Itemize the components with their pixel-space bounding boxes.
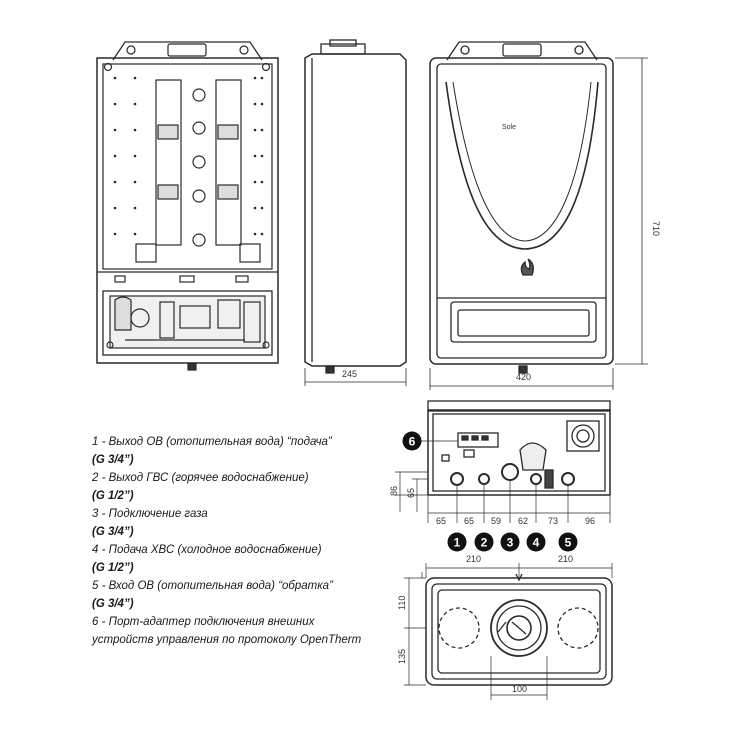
marker-6: 6 (402, 431, 422, 451)
legend-item-thread: (G 3/4”) (92, 454, 134, 466)
mounting-hole (260, 232, 264, 236)
dim-spacing-5: 73 (548, 516, 558, 526)
mounting-hole (133, 232, 137, 236)
legend-item-6: 6 - Порт-адаптер подключения внешних уст… (92, 613, 362, 649)
mounting-hole (133, 102, 137, 106)
mounting-hole (113, 232, 117, 236)
marker-label: 1 (454, 536, 461, 550)
dim-front-height: 710 (651, 221, 661, 236)
mounting-hole (253, 206, 257, 210)
connections-legend: 1 - Выход ОВ (отопительная вода) “подача… (92, 433, 362, 649)
mounting-hole (133, 180, 137, 184)
mounting-hole (113, 128, 117, 132)
mounting-hole (113, 102, 117, 106)
mounting-hole (253, 128, 257, 132)
legend-item-3: 3 - Подключение газа (G 3/4”) (92, 505, 362, 541)
mounting-hole (133, 76, 137, 80)
marker-label: 3 (507, 536, 514, 550)
dim-plan-top: 110 (397, 596, 407, 610)
mounting-hole (253, 154, 257, 158)
marker-5: 5 (558, 532, 578, 552)
legend-item-thread: (G 3/4”) (92, 526, 134, 538)
dim-flue-width: 100 (512, 684, 527, 694)
back-view (96, 41, 279, 371)
marker-4: 4 (526, 532, 546, 552)
marker-label: 4 (533, 536, 540, 550)
marker-6-label: 6 (409, 435, 416, 449)
mounting-hole (113, 206, 117, 210)
mounting-hole (113, 76, 117, 80)
legend-item-text: 4 - Подача ХВС (холодное водоснабжение) (92, 544, 322, 556)
dim-plan-left: 210 (466, 554, 481, 564)
mounting-hole (260, 76, 264, 80)
front-view (429, 41, 648, 390)
marker-circle (474, 532, 494, 552)
legend-item-text: 6 - Порт-адаптер подключения внешних уст… (92, 616, 362, 646)
dim-plan-right: 210 (558, 554, 573, 564)
mounting-hole (253, 76, 257, 80)
legend-item-text: 2 - Выход ГВС (горячее водоснабжение) (92, 472, 309, 484)
mounting-hole (113, 180, 117, 184)
legend-item-1: 1 - Выход ОВ (отопительная вода) “подача… (92, 433, 362, 469)
dim-spacing-chain: 65 65 59 62 73 96 (436, 516, 595, 526)
marker-circle (500, 532, 520, 552)
dim-side-depth: 245 (342, 369, 357, 379)
mounting-hole (253, 102, 257, 106)
mounting-hole (253, 232, 257, 236)
mounting-hole (133, 206, 137, 210)
dim-spacing-3: 59 (491, 516, 501, 526)
dim-front-width: 420 (516, 372, 531, 382)
legend-item-text: 1 - Выход ОВ (отопительная вода) “подача… (92, 436, 332, 448)
brand-mark: Sole (502, 124, 516, 131)
mounting-hole (133, 128, 137, 132)
dim-spacing-1: 65 (436, 516, 446, 526)
legend-item-thread: (G 3/4”) (92, 598, 134, 610)
dim-plan-bottom: 135 (397, 649, 407, 664)
dim-spacing-6: 96 (585, 516, 595, 526)
marker-circle (558, 532, 578, 552)
dim-spacing-2: 65 (464, 516, 474, 526)
plan-view (404, 563, 613, 700)
connection-markers: 1 2 3 4 5 (447, 532, 578, 552)
mounting-hole (253, 180, 257, 184)
mounting-hole (113, 154, 117, 158)
marker-3: 3 (500, 532, 520, 552)
legend-item-text: 3 - Подключение газа (92, 508, 208, 520)
legend-item-thread: (G 1/2”) (92, 490, 134, 502)
mounting-hole (260, 154, 264, 158)
legend-item-thread: (G 1/2”) (92, 562, 134, 574)
legend-item-4: 4 - Подача ХВС (холодное водоснабжение) … (92, 541, 362, 577)
marker-label: 5 (565, 536, 572, 550)
legend-item-5: 5 - Вход ОВ (отопительная вода) “обратка… (92, 577, 362, 613)
mounting-hole (260, 180, 264, 184)
dim-offset-65: 65 (406, 488, 416, 498)
side-view (304, 39, 407, 386)
mounting-hole (133, 154, 137, 158)
marker-circle (447, 532, 467, 552)
dim-spacing-4: 62 (518, 516, 528, 526)
marker-2: 2 (474, 532, 494, 552)
marker-1: 1 (447, 532, 467, 552)
mounting-hole (260, 128, 264, 132)
back-view-holes (113, 76, 264, 236)
mounting-hole (260, 102, 264, 106)
mounting-hole (260, 206, 264, 210)
dim-offset-86: 86 (389, 486, 399, 496)
marker-label: 2 (481, 536, 488, 550)
legend-item-2: 2 - Выход ГВС (горячее водоснабжение) (G… (92, 469, 362, 505)
bottom-view (395, 400, 611, 523)
legend-item-text: 5 - Вход ОВ (отопительная вода) “обратка… (92, 580, 333, 592)
marker-circle (526, 532, 546, 552)
